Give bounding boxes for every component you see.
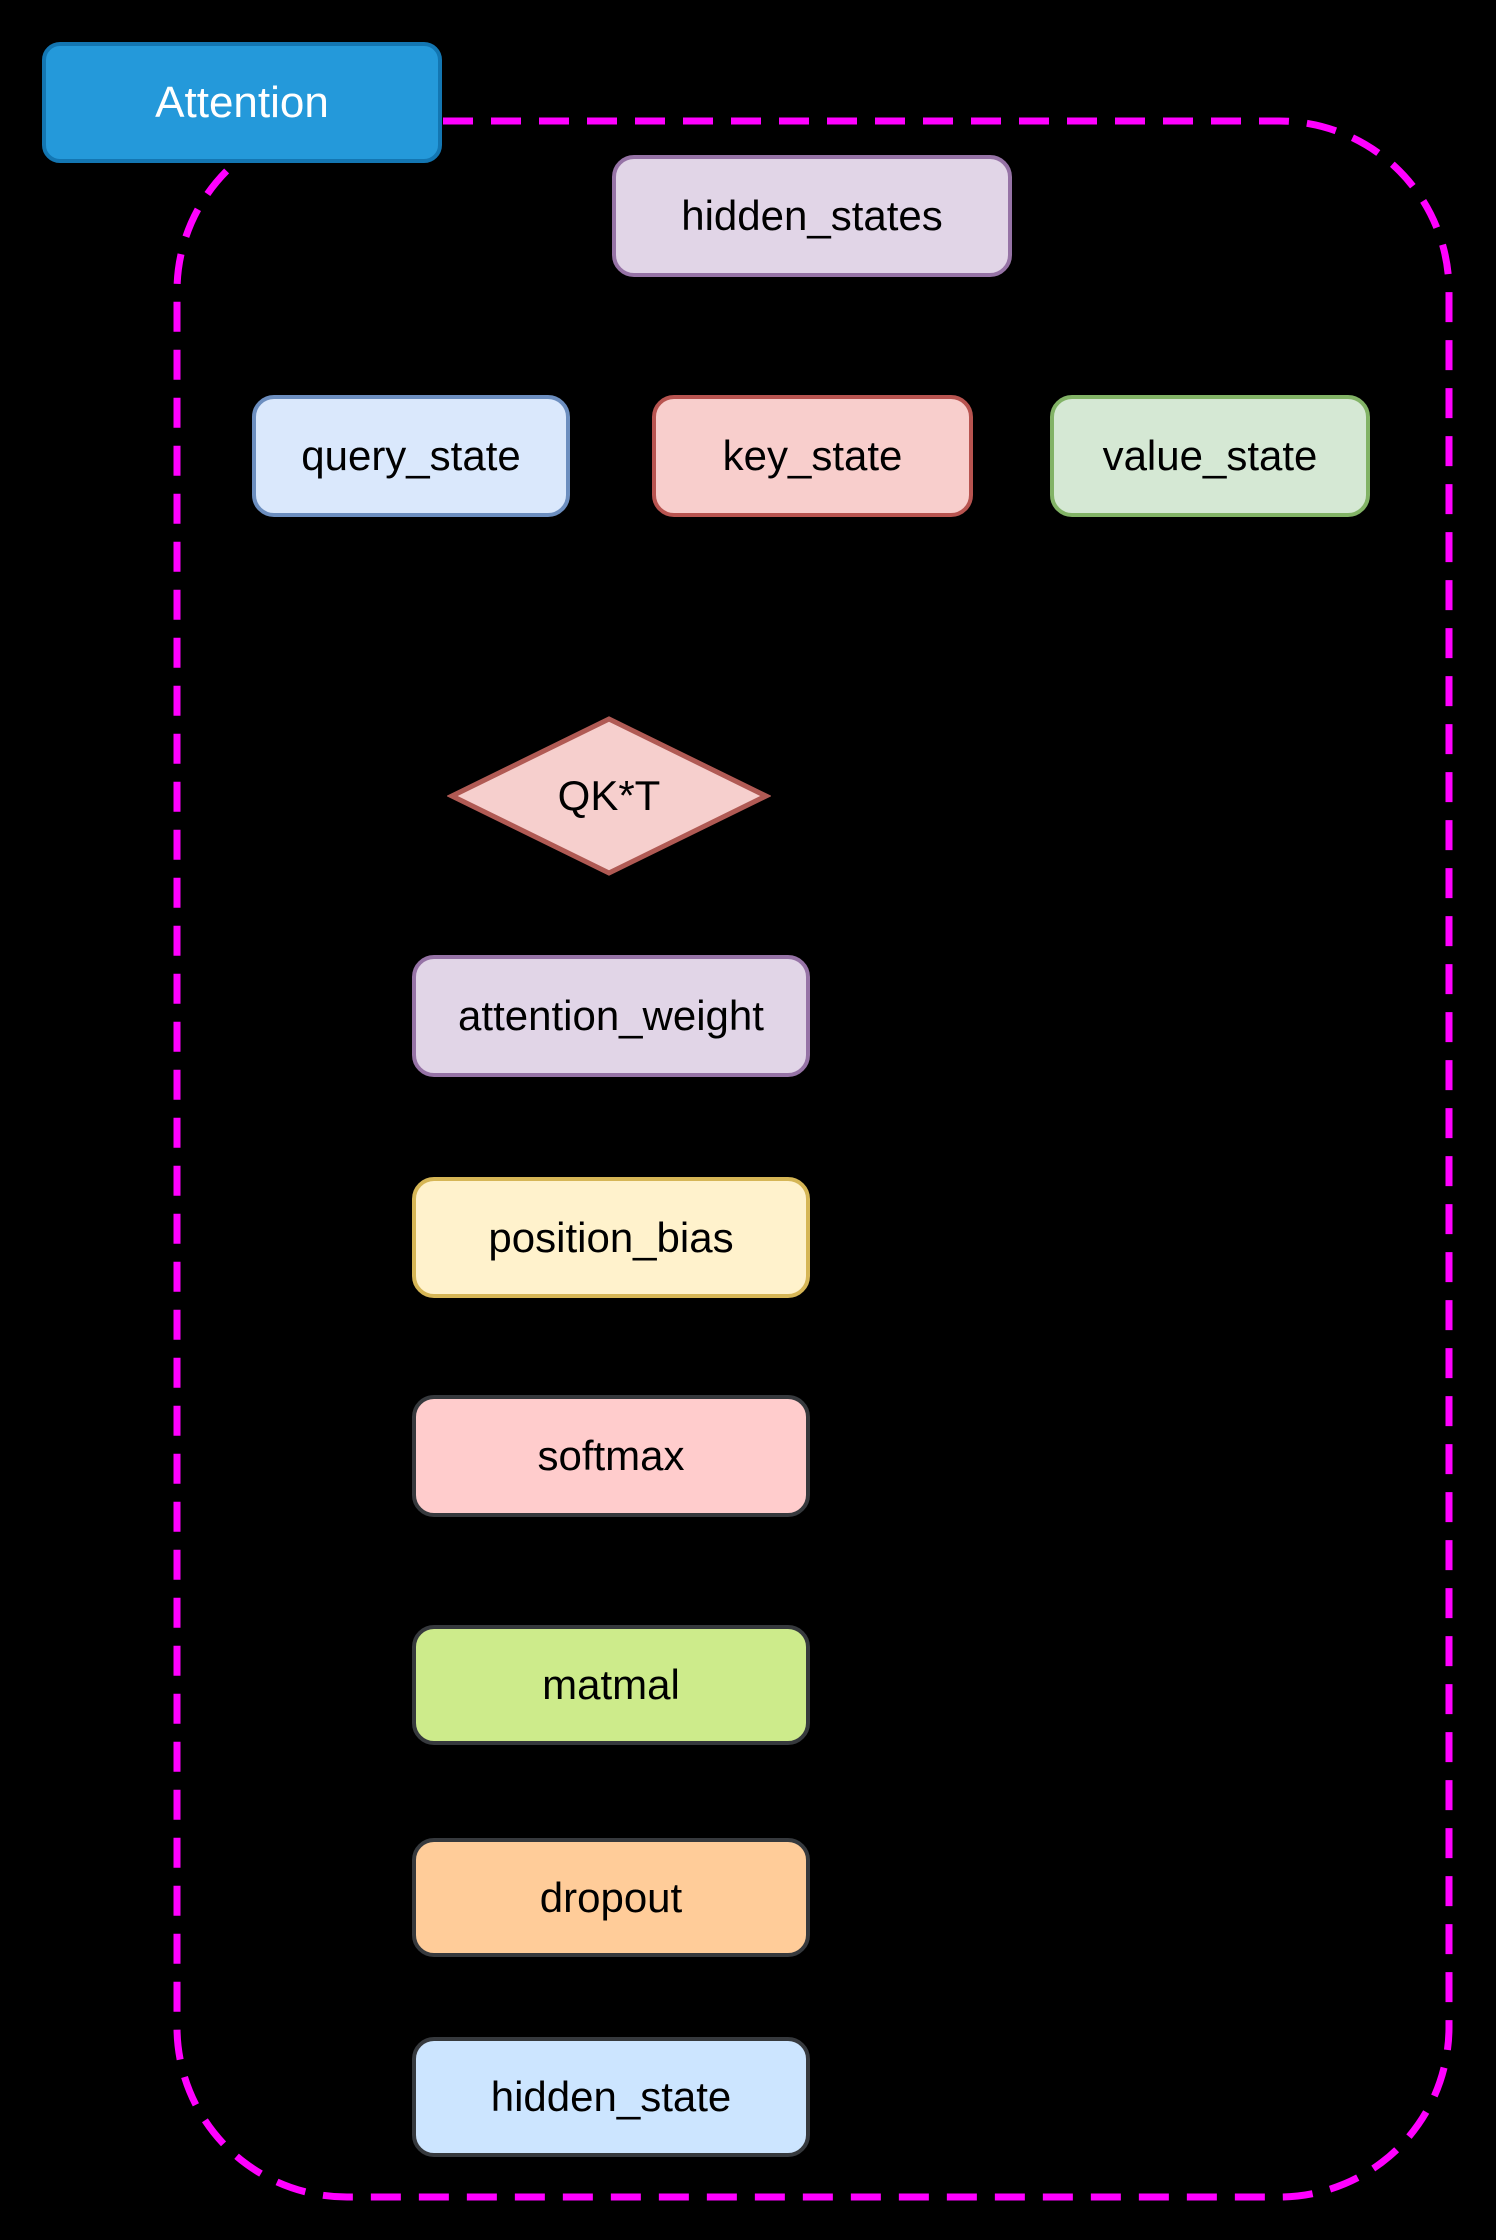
node-hidden-states[interactable]: hidden_states [612, 155, 1012, 277]
node-query-state-label: query_state [301, 432, 521, 479]
diamond-polygon [447, 716, 771, 876]
node-qkt[interactable]: QK*T [447, 715, 771, 877]
node-dropout[interactable]: dropout [412, 1838, 810, 1957]
node-query-state[interactable]: query_state [252, 395, 570, 517]
diamond-shape-icon [447, 716, 771, 876]
node-value-state-label: value_state [1102, 432, 1318, 479]
node-attention-weight-label: attention_weight [458, 992, 764, 1039]
node-matmal[interactable]: matmal [412, 1625, 810, 1745]
node-attention-weight[interactable]: attention_weight [412, 955, 810, 1077]
node-qkt-label: QK*T [557, 772, 661, 819]
attention-title-button[interactable]: Attention [42, 42, 442, 163]
node-hidden-states-label: hidden_states [681, 192, 943, 239]
node-dropout-label: dropout [539, 1873, 683, 1921]
node-key-state-label: key_state [722, 432, 903, 479]
node-matmal-label: matmal [542, 1661, 680, 1708]
dashed-boundary-rect [173, 117, 1453, 2201]
node-key-state[interactable]: key_state [652, 395, 973, 517]
node-softmax[interactable]: softmax [412, 1395, 810, 1517]
node-value-state[interactable]: value_state [1050, 395, 1370, 517]
node-softmax-label: softmax [537, 1432, 685, 1479]
attention-title-label: Attention [155, 77, 329, 127]
node-position-bias-label: position_bias [488, 1213, 734, 1261]
node-position-bias[interactable]: position_bias [412, 1177, 810, 1298]
node-hidden-state[interactable]: hidden_state [412, 2037, 810, 2157]
node-hidden-state-label: hidden_state [490, 2073, 732, 2120]
